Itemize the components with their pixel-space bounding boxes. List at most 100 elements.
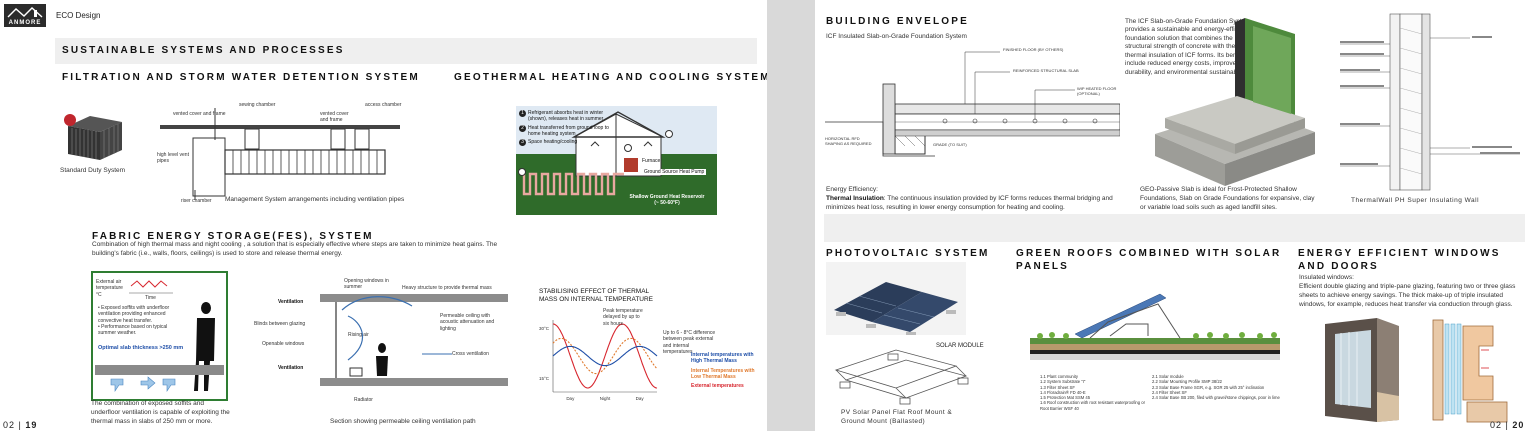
- chart-series-line: [552, 345, 658, 367]
- page-number-20: 02 | 20: [1490, 420, 1525, 430]
- solar-module-label: SOLAR MODULE: [936, 343, 984, 349]
- pv-caption: PV Solar Panel Flat Roof Mount & Ground …: [841, 409, 953, 425]
- reservoir-temp: (~ 50-60°F): [654, 200, 680, 206]
- window-section-drawing: [1423, 316, 1518, 426]
- step-1-text: Refrigerant absorbs heat in winter (show…: [528, 110, 604, 123]
- chart-series-line: [552, 323, 658, 389]
- label-blinds: Blinds between glazing: [254, 321, 306, 327]
- envelope-title: BUILDING ENVELOPE: [826, 16, 969, 27]
- page-num-19: 19: [25, 420, 38, 430]
- header-title: ECO Design: [56, 11, 101, 20]
- fes-temp-label: External air temperature °C: [96, 279, 123, 298]
- legend-left-6: 1.6 Roof construction with root resistan…: [1040, 400, 1145, 411]
- filtration-title: FILTRATION AND STORM WATER DETENTION SYS…: [62, 72, 420, 83]
- legend-external: External temperatures: [691, 383, 744, 389]
- legend-left-4: 1.4 Floradrain® FD 40-E: [1040, 389, 1086, 395]
- fes-bullet-1-text: Exposed soffits with underfloor ventilat…: [98, 305, 170, 324]
- efficiency-heading: Energy Efficiency:: [826, 186, 878, 193]
- green-roof-drawing: [1030, 278, 1280, 370]
- label-ventilation-top: Ventilation: [278, 299, 304, 305]
- geothermal-title: GEOTHERMAL HEATING AND COOLING SYSTEM: [454, 72, 767, 83]
- label-high-level-vent: high level vent pipes: [157, 152, 189, 165]
- window-frame-photo: [1321, 316, 1405, 426]
- section-band: [55, 38, 757, 64]
- page-19: ANMORE ECO Design SUSTAINABLE SYSTEMS AN…: [0, 0, 767, 431]
- legend-right-3: 2.3 Solar Base Frame SGR, e.g. SGR 25 wi…: [1152, 384, 1265, 390]
- legend-right-2: 2.2 Solar Mounting Profile SMP 38/22: [1152, 379, 1222, 385]
- step-3-num: 3: [519, 139, 526, 146]
- windows-subheading: Insulated windows:: [1299, 274, 1354, 281]
- step-3: 3 Space heating/cooling: [519, 139, 617, 146]
- envelope-subtitle: ICF Insulated Slab-on-Grade Foundation S…: [826, 33, 967, 40]
- pv-title: PHOTOVOLTAIC SYSTEM: [826, 248, 990, 259]
- page-prefix-19: 02: [3, 420, 16, 430]
- chart-y-tick: 15°C: [539, 376, 550, 381]
- geo-passive-text: GEO-Passive Slab is ideal for Frost-Prot…: [1140, 186, 1315, 211]
- label-cross-vent: Cross ventilation: [452, 351, 489, 357]
- detail-label-2: REINFORCED STRUCTURAL SLAB: [1013, 68, 1079, 73]
- detail-label-1: FINISHED FLOOR (BY OTHERS): [1003, 47, 1064, 52]
- legend-left-1: 1.1 Plant community: [1040, 374, 1078, 379]
- fes-bullet-2: • Performance based on typical summer we…: [98, 323, 168, 336]
- chart-note: Peak temperature delayed by up to six ho…: [603, 308, 643, 327]
- pv-photo: [826, 262, 966, 335]
- step-1: 1 Refrigerant absorbs heat in winter (sh…: [519, 110, 617, 123]
- legend-left-3: 1.3 Filter Sheet SF: [1040, 384, 1075, 390]
- detention-diagram: vented cover and frame sewing chamber ve…: [155, 100, 405, 205]
- chart-x-tick: Day: [636, 396, 645, 401]
- page-prefix-20: 02: [1490, 420, 1503, 430]
- chart-side-note: Up to 6 - 8°C difference between peak ex…: [663, 330, 716, 355]
- chart-series-line: [552, 337, 658, 375]
- detail-label-3: WIP HEATED FLOOR (OPTIONAL): [1077, 86, 1117, 96]
- thermal-chart-title: STABILISING EFFECT OF THERMAL MASS ON IN…: [539, 288, 654, 304]
- efficiency-bold: Thermal Insulation: [826, 195, 884, 202]
- right-band: [824, 214, 1525, 242]
- page-num-20: 20: [1512, 420, 1525, 430]
- legend-right-5: 2.4 Solar Base SB 200, filed with gravel…: [1152, 395, 1280, 400]
- label-vented-cover-2: vented cover and frame: [320, 111, 349, 124]
- band-title: SUSTAINABLE SYSTEMS AND PROCESSES: [62, 45, 345, 56]
- label-riser-chamber: riser chamber: [181, 198, 212, 204]
- fes-optimal: Optimal slab thickness >250 mm: [98, 345, 184, 351]
- step-1-num: 1: [519, 110, 526, 117]
- label-ventilation-bottom: Ventilation: [278, 365, 304, 371]
- fes-caption-middle: Section showing permeable ceiling ventil…: [330, 418, 476, 425]
- legend-left-2: 1.2 System Substrate "I": [1040, 379, 1086, 385]
- storm-crate-image: [60, 108, 130, 163]
- icf-description: The ICF Slab-on-Grade Foundation System …: [1125, 18, 1251, 76]
- heat-pump-label: Ground Source Heat Pump: [642, 169, 707, 176]
- label-operable: Openable windows: [262, 341, 305, 347]
- fes-bullet-1: • Exposed soffits with underfloor ventil…: [98, 305, 170, 324]
- legend-right-1: 2.1 Solar module: [1152, 374, 1184, 379]
- diagram-caption: Management System arrangements including…: [225, 196, 405, 203]
- efficiency-body: Thermal Insulation: The continuous insul…: [826, 195, 1116, 213]
- legend-right-4: 2.4 Filter Sheet SF: [1152, 389, 1187, 395]
- fes-section-diagram: Opening windows in summer Heavy structur…: [252, 272, 510, 412]
- fes-time-label: Time: [145, 295, 156, 301]
- legend-high: Internal temperatures with High Thermal …: [691, 352, 754, 365]
- label-vented-cover-1: vented cover and frame: [173, 111, 226, 117]
- reservoir-label: Shallow Ground Heat Reservoir (~ 50-60°F…: [620, 194, 714, 206]
- fes-intro: Combination of high thermal mass and nig…: [92, 241, 498, 257]
- label-access-chamber: access chamber: [365, 102, 402, 108]
- chart-legend: Internal temperatures with High Thermal …: [691, 352, 759, 389]
- product-caption: Standard Duty System: [60, 167, 126, 174]
- label-rising-air: Rising air: [348, 332, 369, 338]
- legend-left-5: 1.5 Protection Mat SSM 45: [1040, 395, 1091, 400]
- detail-label-4: HORIZONTAL RFD SHAPING AS REQUIRED: [825, 136, 872, 146]
- icf-detail-drawing: FINISHED FLOOR (BY OTHERS) REINFORCED ST…: [825, 44, 1120, 178]
- detail-label-5: GRADE (TO SUIT): [933, 142, 967, 147]
- label-radiator: Radiator: [354, 397, 373, 403]
- step-2-num: 2: [519, 124, 526, 132]
- green-roof-legend-left: 1.1 Plant community 1.2 System Substrate…: [1040, 374, 1145, 411]
- anmore-logo: ANMORE: [4, 4, 46, 27]
- fes-caption-left: The combination of exposed soffits and u…: [91, 400, 230, 425]
- label-permeable: Permeable ceiling with acoustic attenuat…: [440, 313, 495, 332]
- step-2-text: Heat transferred from ground loop to hom…: [528, 124, 609, 137]
- geothermal-diagram: 1 Refrigerant absorbs heat in winter (sh…: [516, 106, 717, 215]
- efficiency-text: : The continuous insulation provided by …: [826, 195, 1113, 211]
- windows-text: Efficient double glazing and triple-pane…: [1299, 283, 1516, 308]
- fes-title: FABRIC ENERGY STORAGE(FES), SYSTEM: [92, 231, 374, 242]
- page-number-19: 02 | 19: [3, 420, 38, 430]
